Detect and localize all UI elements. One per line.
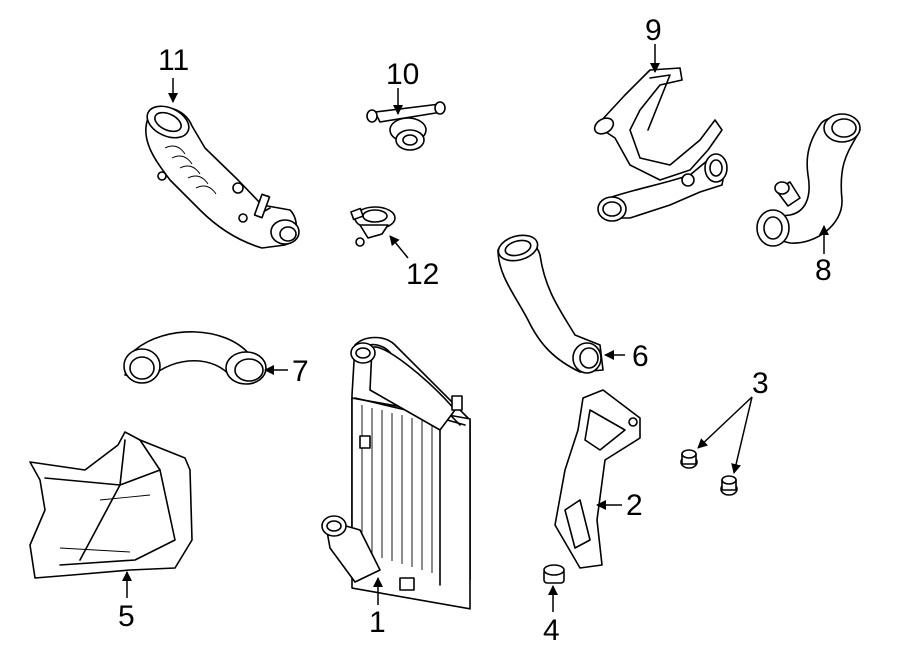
callout-5: 5 xyxy=(118,600,135,633)
part-12-valve[interactable] xyxy=(350,206,396,247)
part-9-coolant-pipe[interactable] xyxy=(592,67,728,222)
part-1-intercooler[interactable] xyxy=(321,336,471,610)
callout-9: 9 xyxy=(645,14,662,47)
callout-4: 4 xyxy=(543,614,560,647)
part-7-hose[interactable] xyxy=(123,331,267,385)
part-4-plug[interactable] xyxy=(543,564,565,584)
callout-8: 8 xyxy=(815,254,832,287)
callout-11: 11 xyxy=(158,44,189,77)
callout-10: 10 xyxy=(386,58,419,91)
part-6-hose[interactable] xyxy=(496,231,604,374)
part-3-grommets[interactable] xyxy=(680,449,738,496)
callout-7: 7 xyxy=(292,355,309,388)
part-8-hose[interactable] xyxy=(756,113,861,247)
part-10-valve[interactable] xyxy=(366,101,446,151)
leader-lines xyxy=(122,44,829,612)
part-5-air-duct[interactable] xyxy=(29,431,193,579)
callout-1: 1 xyxy=(369,606,386,639)
callout-2: 2 xyxy=(626,489,643,522)
part-2-bracket[interactable] xyxy=(554,389,641,569)
callout-6: 6 xyxy=(632,340,649,373)
callout-labels: 11 10 9 12 8 6 7 3 2 4 1 5 xyxy=(118,14,832,647)
callout-3: 3 xyxy=(752,367,769,400)
part-11-intake-hose[interactable] xyxy=(142,100,300,249)
callout-12: 12 xyxy=(406,258,439,291)
